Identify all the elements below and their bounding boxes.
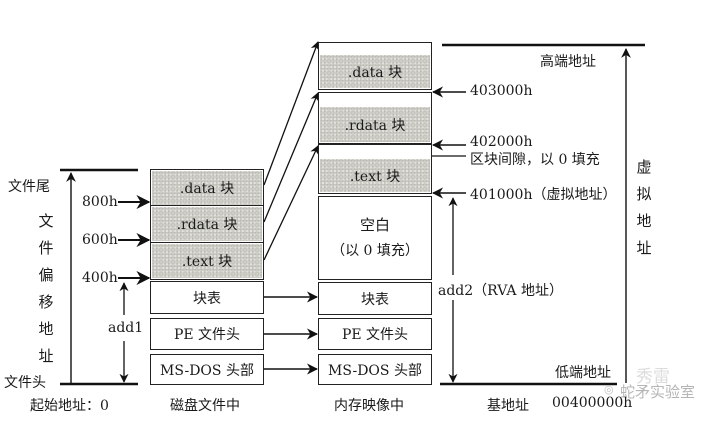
disk-rdata-label: .rdata 块 [152, 207, 262, 241]
vchar: 址 [38, 347, 54, 365]
base-address-label: 基地址 [487, 398, 529, 414]
vchar: 移 [38, 293, 54, 311]
vchar: 偏 [38, 266, 54, 284]
blank-fill-label: （以 0 填充） [331, 243, 419, 259]
mem-data-label: .data 块 [320, 55, 430, 88]
mem-pe-header: PE 文件头 [318, 318, 432, 350]
low-address-label: 低端地址 [555, 365, 611, 381]
mem-rdata-section: .rdata 块 [318, 92, 432, 144]
disk-data-section: .data 块 [150, 169, 264, 207]
virtual-address-vertical-label: 虚 拟 地 址 [636, 154, 652, 262]
mem-text-label: .text 块 [320, 159, 430, 192]
gap-note-label: 区块间隙，以 0 填充 [470, 152, 600, 168]
map-text-arrow [263, 145, 319, 261]
file-start-label: 文件头 [4, 375, 46, 391]
blank-label: 空白 [359, 216, 390, 234]
high-address-label: 高端地址 [540, 54, 596, 70]
disk-text-label: .text 块 [152, 244, 262, 278]
memory-image-caption: 内存映像中 [334, 398, 404, 414]
disk-pe-header: PE 文件头 [150, 318, 264, 350]
mem-rdata-label: .rdata 块 [320, 107, 430, 142]
addr-402000-label: 402000h [470, 134, 533, 150]
vchar: 文 [38, 212, 54, 230]
vchar: 址 [636, 239, 652, 257]
disk-section-table: 块表 [150, 281, 264, 314]
base-address-value: 00400000h [552, 395, 633, 411]
map-rdata-arrow [263, 92, 320, 223]
watermark-faint-text: 秀雷 [636, 367, 670, 387]
offset-800h-label: 800h [82, 194, 118, 210]
disk-dos-header: MS-DOS 头部 [150, 354, 264, 385]
mem-dos-header: MS-DOS 头部 [318, 354, 432, 385]
add2-label: add2（RVA 地址） [437, 280, 564, 300]
disk-file-caption: 磁盘文件中 [170, 398, 240, 414]
addr-401000-label: 401000h（虚拟地址） [470, 187, 617, 203]
vchar: 件 [38, 239, 54, 257]
add1-label: add1 [108, 320, 144, 336]
mem-text-section: .text 块 [318, 144, 432, 194]
mem-section-table: 块表 [318, 282, 432, 315]
wechat-icon: ◎ [604, 383, 614, 396]
addr-403000-label: 403000h [470, 83, 533, 99]
vchar: 地 [636, 212, 652, 230]
offset-600h-label: 600h [82, 232, 118, 248]
start-address-label: 起始地址：0 [30, 398, 109, 414]
offset-400h-label: 400h [82, 270, 118, 286]
disk-rdata-section: .rdata 块 [150, 205, 264, 243]
vchar: 虚 [636, 158, 652, 176]
disk-text-section: .text 块 [150, 242, 264, 280]
vchar: 地 [38, 320, 54, 338]
mem-data-section: .data 块 [318, 42, 432, 90]
file-offset-vertical-label: 文 件 偏 移 地 址 [38, 208, 54, 370]
disk-data-label: .data 块 [152, 171, 262, 205]
mem-blank-area: 空白 （以 0 填充） [318, 196, 432, 280]
watermark-text: 蛇矛实验室 [620, 383, 696, 401]
file-end-label: 文件尾 [8, 179, 50, 195]
vchar: 拟 [636, 185, 652, 203]
map-data-arrow [263, 41, 320, 186]
